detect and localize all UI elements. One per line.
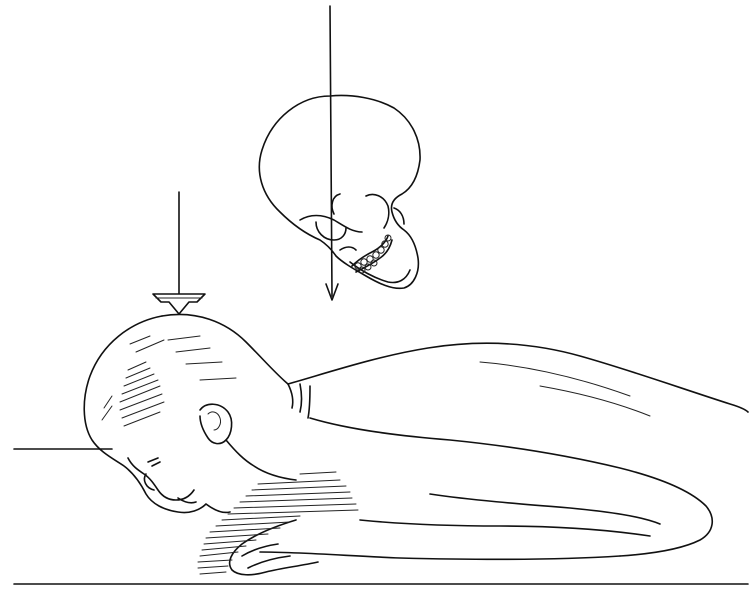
skull-icon xyxy=(259,96,420,289)
patient-icon xyxy=(84,314,748,574)
table-icon xyxy=(14,449,748,584)
compression-arrow-icon xyxy=(153,192,205,314)
